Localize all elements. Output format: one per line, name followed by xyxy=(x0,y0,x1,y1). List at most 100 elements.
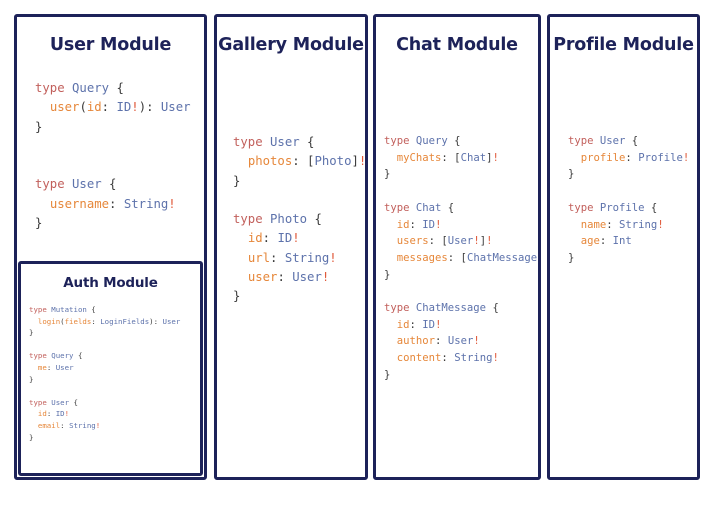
code-line: type Profile { xyxy=(568,200,689,217)
code-line: type Query { xyxy=(29,350,180,362)
code-line: type Photo { xyxy=(233,210,365,229)
code-line xyxy=(233,191,365,210)
code-token: type xyxy=(29,397,52,407)
code-line: } xyxy=(233,172,365,191)
code-token: Profile xyxy=(599,201,645,214)
code-token: { xyxy=(486,302,499,315)
code-token: ] xyxy=(486,151,493,164)
code-token: Int xyxy=(612,235,632,248)
code-token: ): xyxy=(149,316,163,326)
code-line: } xyxy=(29,327,180,339)
code-line xyxy=(384,283,538,300)
code-line: profile: Profile! xyxy=(568,150,689,167)
code-token: Mutation xyxy=(51,305,87,314)
code-token: : [ xyxy=(292,154,315,169)
code-token: { xyxy=(441,201,455,214)
code-token: type xyxy=(29,305,52,314)
code-token: type xyxy=(568,201,600,214)
code-token xyxy=(384,335,397,347)
code-token: : xyxy=(409,218,423,231)
code-token: user xyxy=(247,270,278,285)
code-token: ( xyxy=(60,316,65,326)
code-token: : xyxy=(270,250,285,265)
code-token: User xyxy=(72,177,102,192)
code-token: age xyxy=(580,235,600,248)
code-token: : xyxy=(60,420,70,430)
code-token: } xyxy=(233,173,241,188)
code-token: Profile xyxy=(638,151,683,164)
code-line: age: Int xyxy=(568,233,689,250)
code-token: : xyxy=(277,270,293,285)
code-token: : xyxy=(606,218,620,231)
code-token: : xyxy=(46,409,56,419)
panel-gallery-module: Gallery Module type User { photos: [Phot… xyxy=(214,14,368,480)
code-token xyxy=(568,235,581,247)
code-line xyxy=(568,183,689,200)
code-block-user-module: type Query { user(id: ID!): User} type U… xyxy=(35,79,191,233)
code-token: content xyxy=(396,352,442,365)
code-token xyxy=(233,231,248,245)
code-token: users xyxy=(396,235,429,248)
code-line: id: ID! xyxy=(29,408,180,420)
code-token: { xyxy=(86,305,96,314)
panel-title-gallery-module: Gallery Module xyxy=(218,35,364,55)
code-token: User xyxy=(599,135,626,147)
code-token: String xyxy=(123,196,169,211)
code-token: } xyxy=(233,289,241,304)
code-token: : xyxy=(625,151,639,164)
code-line: } xyxy=(29,432,180,444)
code-token: } xyxy=(29,432,34,442)
code-token: id xyxy=(247,231,263,246)
code-token: id xyxy=(396,218,410,231)
code-line: messages: [ChatMessage]! xyxy=(384,250,538,267)
code-token: : xyxy=(435,335,448,348)
code-line: photos: [Photo]! xyxy=(233,152,367,171)
code-line: } xyxy=(384,166,538,183)
code-token: id xyxy=(396,318,410,331)
code-token: ! xyxy=(492,352,499,365)
code-token xyxy=(384,252,397,264)
code-line: type User { xyxy=(29,397,180,409)
code-line: } xyxy=(384,367,538,384)
code-token: ! xyxy=(329,250,337,265)
code-token: Chat xyxy=(415,201,442,214)
panel-auth-module: Auth Module type Mutation { login(fields… xyxy=(18,261,203,476)
code-line: } xyxy=(568,250,689,267)
code-token: ID xyxy=(55,409,65,419)
panel-user-module: User Module type Query { user(id: ID!): … xyxy=(14,14,207,480)
code-line: type User { xyxy=(233,133,365,152)
code-token: String xyxy=(69,420,96,430)
code-line: } xyxy=(233,287,365,306)
code-token: type xyxy=(233,212,271,227)
code-token: User xyxy=(447,335,474,348)
code-line: me: User xyxy=(29,362,180,374)
code-token: ( xyxy=(79,100,87,115)
code-token: login xyxy=(37,316,61,326)
code-token xyxy=(568,152,581,164)
code-block-gallery-module: type User { photos: [Photo]!} type Photo… xyxy=(233,133,367,307)
code-token: ! xyxy=(64,409,70,419)
code-token: ! xyxy=(358,154,367,169)
code-token xyxy=(233,251,248,265)
code-token xyxy=(384,319,397,331)
code-token: id xyxy=(86,100,102,115)
code-token xyxy=(35,100,50,114)
code-token: url xyxy=(247,250,271,265)
code-token: Photo xyxy=(270,212,308,227)
code-token: ! xyxy=(321,270,330,285)
code-token: { xyxy=(447,135,461,147)
code-token: ] xyxy=(351,154,359,169)
code-token: : xyxy=(101,100,117,115)
code-token: { xyxy=(644,201,658,214)
code-token: User xyxy=(51,397,70,407)
code-line: type ChatMessage { xyxy=(384,300,538,317)
code-token xyxy=(233,270,248,284)
code-token: ! xyxy=(682,151,690,164)
panel-title-profile-module: Profile Module xyxy=(553,35,694,55)
code-token: ! xyxy=(131,100,139,115)
code-line: type Mutation { xyxy=(29,304,180,316)
code-token: { xyxy=(307,212,322,227)
code-line: type User { xyxy=(568,133,689,150)
code-line: } xyxy=(568,166,689,183)
